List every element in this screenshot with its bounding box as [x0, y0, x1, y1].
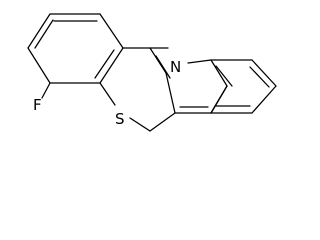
- nitrogen-atom-label: N: [170, 58, 181, 76]
- chemical-structure: F S N: [27, 13, 277, 132]
- right-benzene-ring: [210, 59, 277, 114]
- pyridine-ring: [149, 47, 228, 114]
- thiopyran-ring: [99, 47, 176, 132]
- fluorine-atom-label: F: [33, 96, 42, 114]
- sulfur-atom-label: S: [115, 110, 125, 128]
- left-benzene-ring: [27, 13, 124, 84]
- c-f-bond: [41, 82, 51, 99]
